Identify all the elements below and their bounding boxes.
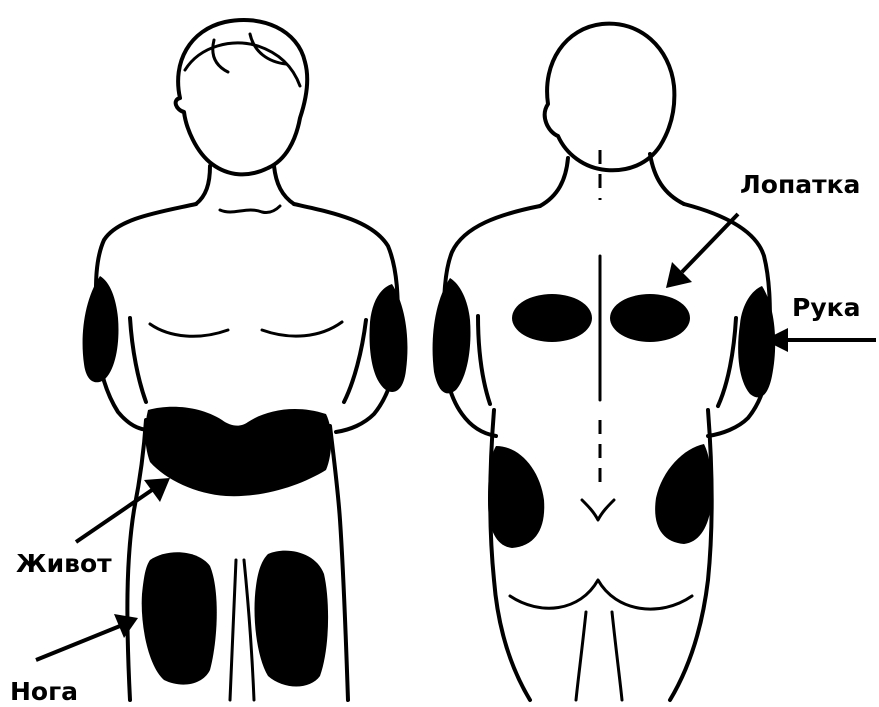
front-collarbone (220, 206, 280, 213)
label-shoulder-blade: Лопатка (740, 170, 860, 199)
abdomen-arrow-line (76, 490, 152, 542)
front-figure (83, 20, 408, 700)
shoulder-blade-arrow-line (682, 214, 738, 272)
front-hair (185, 34, 300, 86)
front-chest-lines (150, 322, 342, 336)
back-sacrum (582, 500, 614, 520)
label-leg: Нога (10, 677, 78, 706)
leg-arrow-line (36, 626, 120, 660)
back-left-scapula-zone (512, 294, 592, 342)
back-shoulders (444, 204, 770, 326)
front-left-thigh-zone (142, 552, 217, 684)
back-left-arm-zone (433, 278, 471, 393)
label-abdomen: Живот (16, 549, 112, 578)
back-buttocks (510, 580, 692, 609)
front-left-arm-zone (83, 276, 119, 382)
front-right-thigh-zone (255, 551, 329, 687)
front-right-arm-zone (370, 284, 408, 392)
front-neck (196, 166, 294, 204)
back-inner-legs (576, 612, 622, 700)
front-torso-outline (96, 204, 398, 326)
back-right-flank-zone (655, 444, 712, 544)
back-right-scapula-zone (610, 294, 690, 342)
label-arm: Рука (792, 293, 860, 322)
back-left-flank-zone (488, 446, 544, 548)
back-neck (540, 154, 684, 206)
back-figure (433, 24, 776, 700)
front-abdomen-zone (145, 407, 331, 496)
back-head-outline (545, 24, 675, 171)
front-inner-legs (230, 560, 254, 700)
abdomen-arrow-head (144, 478, 170, 502)
